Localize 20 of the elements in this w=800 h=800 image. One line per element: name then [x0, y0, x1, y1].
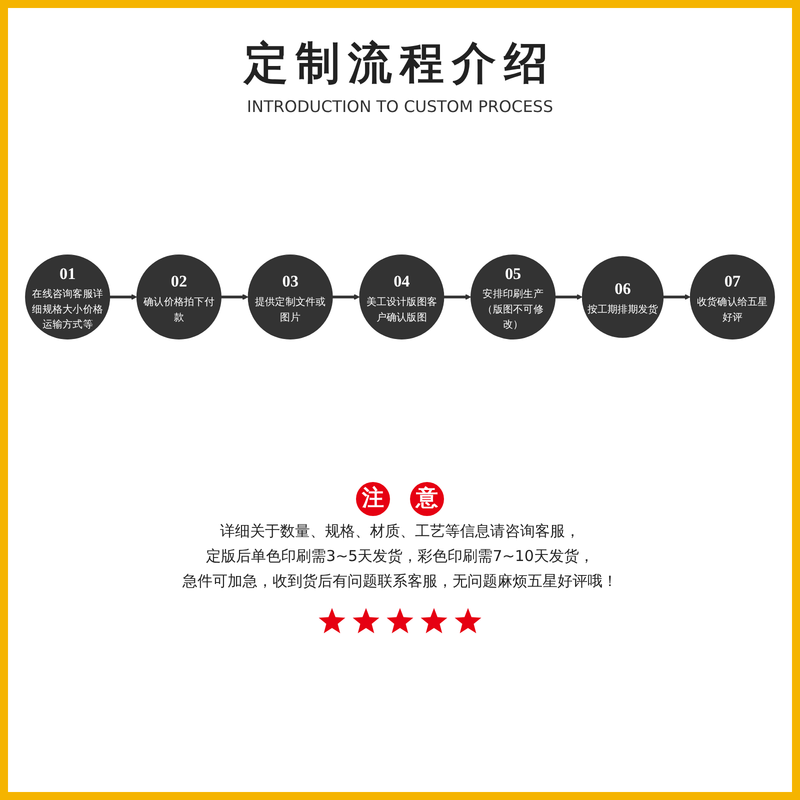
arrow — [555, 294, 582, 300]
node-circle: 02 确认价格拍下付款 — [136, 254, 222, 340]
note-text: 急件可加急，收到货后有问题联系客服，无问题麻烦五星好评哦！ — [182, 572, 618, 591]
arrow — [663, 294, 690, 300]
node-circle: 03 提供定制文件或图片 — [248, 254, 333, 340]
notice-badge: 意 — [410, 482, 444, 516]
note-text: 定版后单色印刷需3~5天发货，彩色印刷需7~10天发货， — [205, 547, 595, 566]
arrow — [444, 294, 472, 300]
node-circle: 01 在线咨询客服详细规格大小价格运输方式等 — [25, 254, 110, 340]
node-circle: 04 美工设计版图客户确认版图 — [359, 254, 444, 340]
arrow — [110, 294, 138, 300]
note-text: 详细关于数量、规格、材质、工艺等信息请咨询客服， — [219, 522, 581, 541]
subtitle: INTRODUCTION TO CUSTOM PROCESS — [246, 97, 554, 116]
title: 定制流程介绍 — [244, 37, 556, 91]
arrow — [221, 294, 248, 300]
node-circle: 05 安排印刷生产 （版图不可修改） — [470, 254, 556, 340]
notice-badge: 注 — [356, 482, 390, 516]
node-circle: 07 收货确认给五星好评 — [690, 254, 775, 340]
node-circle: 06 按工期排期发货 — [582, 256, 664, 338]
arrow — [332, 294, 360, 300]
